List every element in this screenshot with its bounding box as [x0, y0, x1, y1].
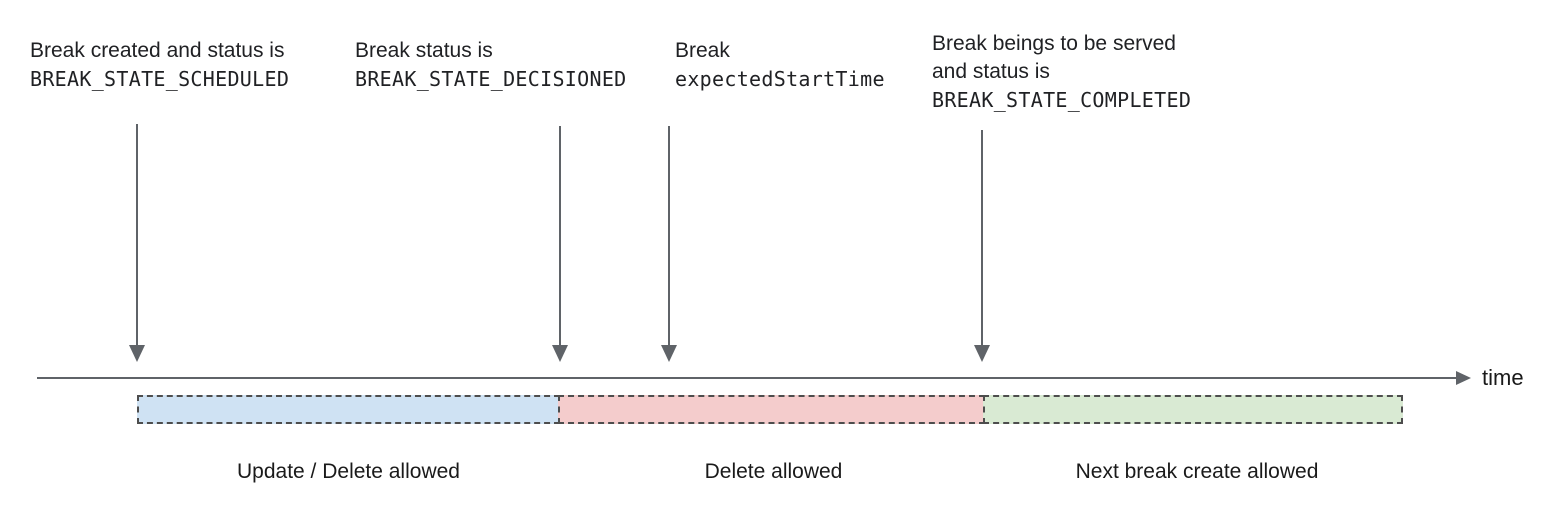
arrow-shaft: [981, 130, 983, 345]
annotation-expected-start-time: Break expectedStartTime: [675, 37, 885, 93]
annotation-break-decisioned: Break status is BREAK_STATE_DECISIONED: [355, 37, 627, 93]
annotation-break-scheduled: Break created and status is BREAK_STATE_…: [30, 37, 289, 93]
time-axis-label: time: [1482, 365, 1524, 390]
segment-labels: Update / Delete allowed Delete allowed N…: [137, 458, 1407, 486]
down-arrowhead-icon: [552, 345, 568, 362]
down-arrow-expected-start-time: [661, 126, 677, 362]
annotation-text: Break: [675, 39, 730, 62]
annotation-text: Break status is: [355, 39, 493, 62]
annotation-code: BREAK_STATE_COMPLETED: [932, 88, 1192, 112]
segment-label-update-delete: Update / Delete allowed: [237, 460, 460, 483]
segment-next-break-create-allowed: [983, 395, 1403, 424]
annotation-break-completed: Break beings to be served and status is …: [932, 30, 1191, 114]
down-arrowhead-icon: [661, 345, 677, 362]
segment-label-delete: Delete allowed: [704, 460, 843, 483]
time-axis-line: [37, 377, 1457, 379]
segment-update-delete-allowed: [137, 395, 560, 424]
segment-label-next-break: Next break create allowed: [1075, 460, 1319, 483]
annotation-code: BREAK_STATE_SCHEDULED: [30, 67, 290, 91]
down-arrowhead-icon: [974, 345, 990, 362]
arrow-shaft: [136, 124, 138, 345]
down-arrow-break-scheduled: [129, 124, 145, 362]
annotation-code: BREAK_STATE_DECISIONED: [355, 67, 627, 91]
annotation-text: and status is: [932, 60, 1050, 83]
arrow-shaft: [668, 126, 670, 345]
annotation-text: Break created and status is: [30, 39, 285, 62]
down-arrow-break-decisioned: [552, 126, 568, 362]
down-arrowhead-icon: [129, 345, 145, 362]
right-arrowhead-icon: [1456, 371, 1471, 385]
arrow-shaft: [559, 126, 561, 345]
down-arrow-break-completed: [974, 130, 990, 362]
annotation-text: Break beings to be served: [932, 32, 1176, 55]
segment-delete-allowed: [558, 395, 985, 424]
timeline-segments: [137, 395, 1403, 424]
annotation-code: expectedStartTime: [675, 67, 885, 91]
